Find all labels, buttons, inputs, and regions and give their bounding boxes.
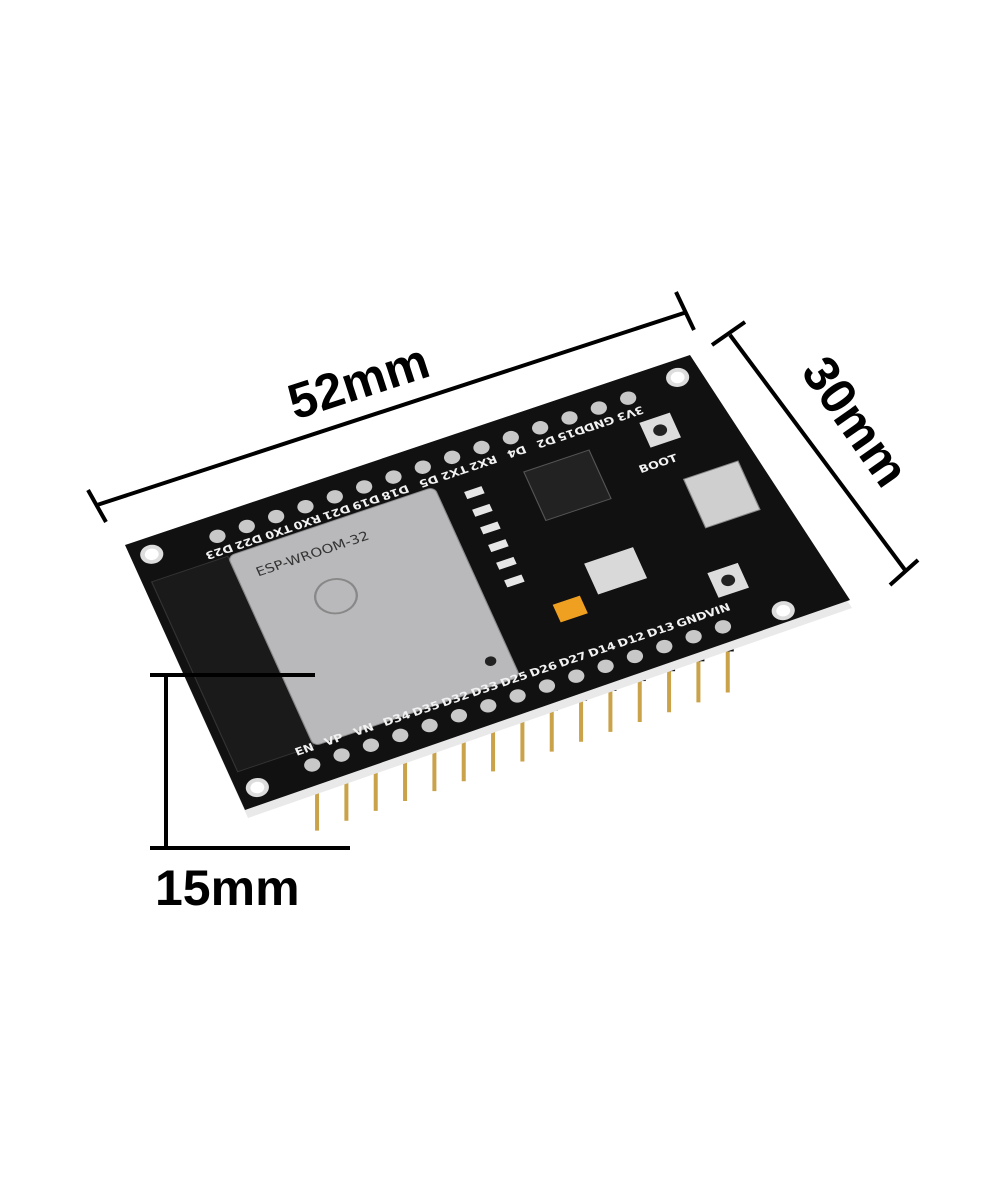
top-pin-pad <box>473 440 490 455</box>
top-pin-label: D2 <box>534 433 557 451</box>
boot-button-cap <box>653 424 668 436</box>
bottom-pin-label: VP <box>322 731 346 749</box>
tantalum-capacitor <box>552 595 588 623</box>
width-tick-bottom <box>888 558 920 587</box>
mounting-hole-center <box>250 781 265 794</box>
top-pin-pad <box>209 529 226 543</box>
board-surface: ESP-WROOM-32 BOOT 3V3GNDD15D2D4RX2TX2D5D… <box>140 367 795 798</box>
top-pin-pad <box>532 421 549 435</box>
top-pin-pad <box>297 500 314 514</box>
width-label: 30mm <box>791 346 920 497</box>
bottom-pin-pad <box>421 718 438 733</box>
top-pin-pad <box>356 480 373 494</box>
top-pin-pad <box>590 401 607 415</box>
top-pin-label: D4 <box>505 443 528 461</box>
esp32-module-shield <box>229 488 519 745</box>
smd-component <box>464 486 485 500</box>
bottom-pin-label: VN <box>351 721 375 739</box>
bottom-pin-pad <box>568 669 585 683</box>
bottom-pin-pad <box>597 659 614 674</box>
bottom-pin-pad <box>685 630 702 644</box>
micro-usb-port <box>682 460 761 529</box>
top-pin-pad <box>414 460 431 474</box>
mounting-hole-center <box>776 604 791 617</box>
bottom-pin-pad <box>538 679 556 693</box>
bottom-pin-pad <box>509 689 526 703</box>
width-dimension <box>710 320 920 587</box>
top-pin-pad <box>385 470 402 484</box>
en-button-cap <box>721 574 736 587</box>
length-tick-left <box>86 489 108 523</box>
top-pin-pad <box>326 490 343 504</box>
voltage-regulator <box>584 547 648 595</box>
height-dimension <box>150 673 350 850</box>
top-pin-pad <box>238 519 255 534</box>
smd-component <box>472 503 493 517</box>
bottom-pin-pad <box>656 639 673 654</box>
bottom-pin-pad <box>392 728 409 743</box>
top-pin-pad <box>620 391 637 405</box>
smd-component <box>480 521 501 535</box>
bottom-pin-pad <box>333 748 350 762</box>
bottom-pin-label: EN <box>293 741 316 759</box>
bottom-pin-pad <box>362 738 380 752</box>
mounting-hole-center <box>144 548 159 561</box>
bottom-pin-pad <box>450 708 468 723</box>
bottom-pin-pad <box>626 649 644 664</box>
top-pin-pad <box>444 450 461 465</box>
width-tick-top <box>710 320 747 347</box>
top-pin-pad <box>561 411 578 425</box>
height-label: 15mm <box>155 860 300 916</box>
length-dimension <box>86 291 696 523</box>
pin1-dot <box>484 656 497 667</box>
top-pin-label: D5 <box>417 472 440 490</box>
length-tick-right <box>674 291 696 331</box>
bottom-pin-pad <box>480 699 497 713</box>
smd-component <box>496 556 517 570</box>
top-pin-pad <box>502 430 519 445</box>
length-dimension-line <box>96 310 688 507</box>
length-label: 52mm <box>281 333 436 431</box>
smd-component <box>488 539 509 553</box>
bottom-pin-pad <box>714 620 732 634</box>
usb-uart-chip <box>523 449 612 522</box>
smd-component <box>504 574 525 588</box>
width-dimension-line <box>728 333 907 572</box>
mounting-hole-center <box>670 371 685 384</box>
espressif-logo <box>313 578 358 615</box>
bottom-pin-pad <box>304 758 321 772</box>
top-pin-pad <box>268 509 285 524</box>
